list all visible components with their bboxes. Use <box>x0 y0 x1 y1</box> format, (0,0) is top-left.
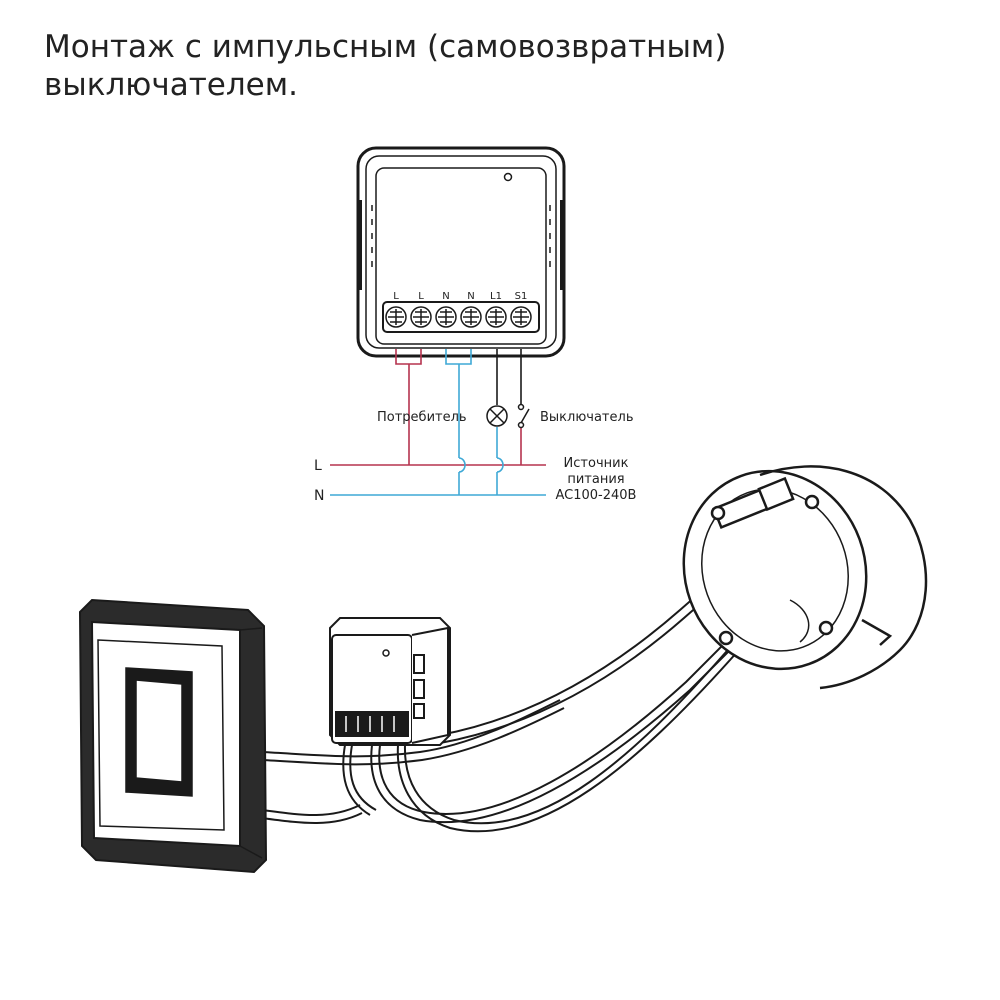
status-led-icon <box>503 172 513 182</box>
live-wire <box>330 349 546 466</box>
lamp-icon <box>486 405 508 427</box>
terminal-label: S1 <box>515 291 528 302</box>
wall-switch-illustration <box>78 598 268 874</box>
source-label-line-2: питания <box>567 472 624 487</box>
terminal-screw-icon <box>460 306 482 328</box>
junction-box-illustration <box>682 465 928 690</box>
relay-module-schematic <box>356 146 566 358</box>
line-n-label: N <box>314 488 324 504</box>
status-led-icon <box>382 649 390 657</box>
consumer-label: Потребитель <box>377 410 467 425</box>
switch-label: Выключатель <box>540 410 633 425</box>
terminal-screw-icon <box>410 306 432 328</box>
terminal-label: L1 <box>490 291 502 302</box>
relay-module-illustration <box>329 617 451 746</box>
terminal-label: N <box>442 291 449 302</box>
switch-icon <box>517 403 530 429</box>
terminal-screw-icon <box>435 306 457 328</box>
schematic-labels: Потребитель Выключатель L N Источник пит… <box>314 410 636 504</box>
title-line-2: выключателем. <box>44 67 298 103</box>
terminal-label: L <box>393 291 399 302</box>
page-title: Монтаж с импульсным (самовозвратным) вык… <box>44 28 944 104</box>
title-line-1: Монтаж с импульсным (самовозвратным) <box>44 29 727 65</box>
terminal-screws <box>385 306 532 328</box>
terminal-screw-icon <box>510 306 532 328</box>
source-label-line-3: AC100-240В <box>556 488 637 503</box>
terminal-screw-icon <box>485 306 507 328</box>
lamp-branch-wire <box>496 349 504 495</box>
terminal-labels: L L N N L1 S1 <box>393 291 527 302</box>
terminal-screw-icon <box>385 306 407 328</box>
terminal-label: L <box>418 291 424 302</box>
terminal-label: N <box>467 291 474 302</box>
neutral-wire <box>330 349 546 496</box>
source-label-line-1: Источник <box>564 456 629 471</box>
line-l-label: L <box>314 458 322 474</box>
